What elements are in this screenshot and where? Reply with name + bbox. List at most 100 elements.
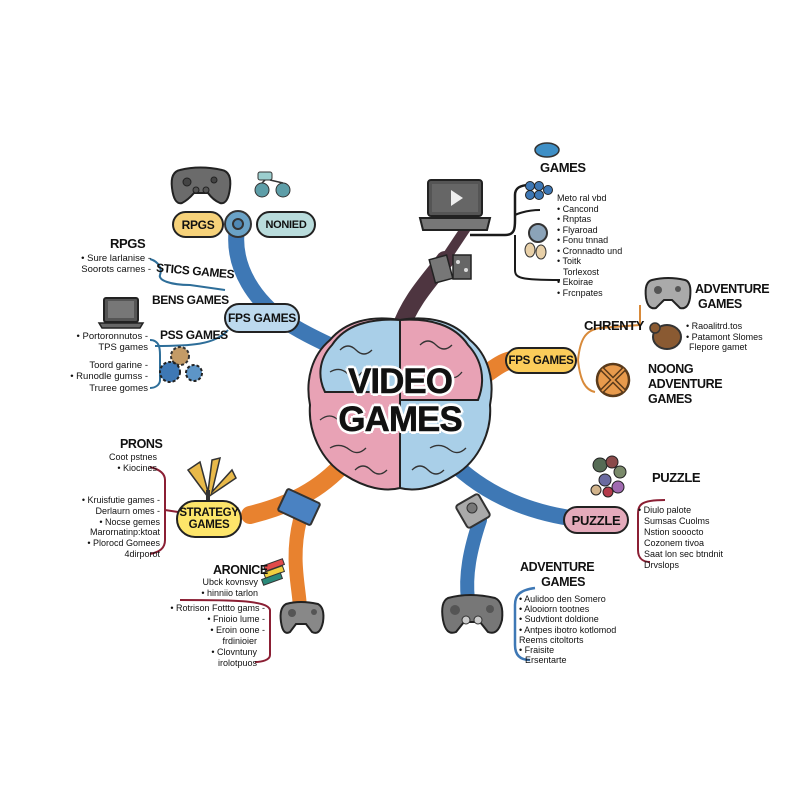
list-item: • Antpes ibotro kotlomod [519, 624, 617, 635]
heading-games-top: GAMES [540, 160, 586, 175]
list-item: • Aulidoo den Somero [519, 594, 606, 604]
list-item: • Diulo palote [638, 505, 692, 515]
list-adventure-bottom: • Aulidoo den Somero • Alooiorn tootnes … [519, 594, 616, 665]
list-item: Toord garine - [89, 360, 148, 371]
list-item: • Raoalitrd.tos [686, 321, 743, 331]
heading-rpgs: RPGS [110, 236, 146, 251]
list-item: • Frcnpates [557, 287, 603, 298]
heading-adventure-games-right: ADVENTURE GAMES [695, 282, 770, 312]
list-item: Drvslops [644, 560, 680, 570]
label-chrenty: CHRENTY [584, 318, 645, 333]
list-item: frdinioier [222, 636, 257, 646]
node-strategy-games-pill[interactable]: STRATEGY GAMES [176, 500, 242, 538]
list-puzzle: • Diulo palote Sumsas Cuolms Nstion sooo… [638, 505, 723, 571]
central-topic-line-2: GAMES [338, 400, 463, 439]
game-cards-icon [428, 254, 472, 284]
list-item: Truree gomes [89, 382, 148, 394]
heading-line: GAMES [541, 575, 586, 589]
list-aronice: Ubck kovnsvy • hinniio tarlon [160, 577, 258, 599]
pill-line: STRATEGY [179, 507, 239, 519]
heading-line: ADVENTURE [520, 560, 595, 574]
tablet-icon [277, 488, 321, 526]
laptop-play-icon [418, 179, 492, 231]
molecule-grid-icon [525, 181, 553, 200]
heading-line: ADVENTURE [695, 282, 770, 296]
list-item: • Cancond [557, 203, 599, 214]
x-circle-icon [595, 362, 631, 398]
list-item: • Sure larlanise - [81, 253, 151, 264]
heading-line: NOONG [648, 362, 694, 376]
node-fps-games-pill-right[interactable]: FPS GAMES [505, 347, 577, 374]
list-item: • Fonu tnnad [557, 235, 609, 245]
list-bottom-left: • Rotrison Fottto gams - • Fnioio lume -… [150, 603, 265, 669]
list-games-top: Meto ral vbd • Cancond • Rnptas • Flyaro… [557, 193, 622, 298]
list-item: Coot pstnes [108, 452, 157, 462]
central-topic-line-1: VIDEO [348, 362, 453, 401]
list-item: • Flyaroad [557, 224, 598, 235]
heading-puzzle: PUZZLE [652, 470, 701, 485]
list-item: • Fnioio lume - [207, 614, 265, 624]
character-icon [524, 223, 548, 260]
heading-aronice: ARONICE [213, 563, 268, 577]
book-stack-icon [260, 558, 286, 586]
list-strategy: • Kruisfutie games - Derlaurn omes - • N… [60, 495, 160, 560]
pill-line: GAMES [188, 519, 230, 531]
list-item: Flepore gamet [689, 342, 748, 352]
list-adventure-right: • Raoalitrd.tos • Patamont Slomes Flepor… [686, 321, 763, 353]
list-item: Marornatinp:ktoat [89, 527, 160, 538]
brown-creature-icon [649, 322, 682, 350]
node-puzzle-pill[interactable]: PUZZLE [563, 506, 629, 534]
heading-adventure-games-bottom: ADVENTURE GAMES [520, 560, 595, 590]
list-item: Derlaurn omes - [95, 505, 160, 516]
list-item: Cozonem tivoa [644, 538, 705, 548]
list-item: Torlexost [563, 266, 600, 277]
node-fps-games-pill-left[interactable]: FPS GAMES [224, 303, 300, 333]
list-item: • Eroin oone - [210, 625, 265, 635]
list-item: • Patamont Slomes [686, 331, 763, 342]
label-pss-games: PSS GAMES [160, 328, 228, 342]
label-bens-games: BENS GAMES [152, 293, 229, 307]
fan-icon [186, 456, 237, 502]
list-item: • Plorocd Gomees [87, 538, 160, 549]
list-item: • Portoronnutos - [76, 331, 148, 342]
network-icon [254, 171, 291, 198]
list-item: Nstion sooocto [644, 527, 704, 537]
list-item: • Ekoirae [557, 277, 594, 287]
list-item: • Nocse gemes [99, 516, 160, 527]
list-prons: Coot pstnes • Kiocines [60, 452, 157, 474]
list-gear-games: Toord garine - • Runodle gumss - Truree … [68, 360, 148, 394]
cloud-icon [534, 142, 560, 158]
list-item: 4dirporot [124, 548, 160, 559]
heading-line: ADVENTURE [648, 377, 723, 391]
heading-line: GAMES [648, 392, 692, 406]
list-item: • Kiocines [117, 463, 157, 473]
central-topic-title: VIDEO GAMES [335, 362, 465, 439]
heading-noong-adventure-games: NOONG ADVENTURE GAMES [648, 362, 723, 407]
list-item: • Toitk [557, 256, 581, 266]
list-pss: • Portoronnutos - TPS games [68, 331, 148, 354]
list-item: Reems citoltorts [519, 634, 584, 645]
list-item: • Runodle gumss - [70, 371, 148, 383]
list-item: Soorots carnes - [81, 264, 151, 276]
list-item: • Alooiorn tootnes [519, 604, 590, 615]
list-item: Meto ral vbd [557, 193, 607, 203]
heading-line: GAMES [698, 297, 742, 311]
list-item: Sumsas Cuolms [644, 516, 710, 526]
list-item: Saat lon sec btndnit [644, 549, 724, 559]
list-item: • Kruisfutie games - [81, 495, 160, 505]
node-rpgs-pill[interactable]: RPGS [172, 211, 224, 238]
gamepad-icon-right [644, 277, 692, 310]
list-item: • Sudvtiont doldione [519, 614, 599, 625]
gamepad-icon [170, 166, 232, 205]
console-icon [455, 493, 491, 529]
gamepad-icon-bottom-right [441, 594, 504, 634]
list-item: Ersentarte [525, 655, 567, 666]
gears-icon [159, 346, 203, 383]
list-item: Ubck kovnsvy [202, 577, 258, 587]
list-item: TPS games [98, 342, 148, 354]
list-item: • Fraisite [519, 645, 555, 656]
list-rpgs: • Sure larlanise - Soorots carnes - [68, 253, 151, 276]
heading-prons: PRONS [120, 437, 163, 451]
node-nonied-pill[interactable]: NONIED [256, 211, 316, 238]
